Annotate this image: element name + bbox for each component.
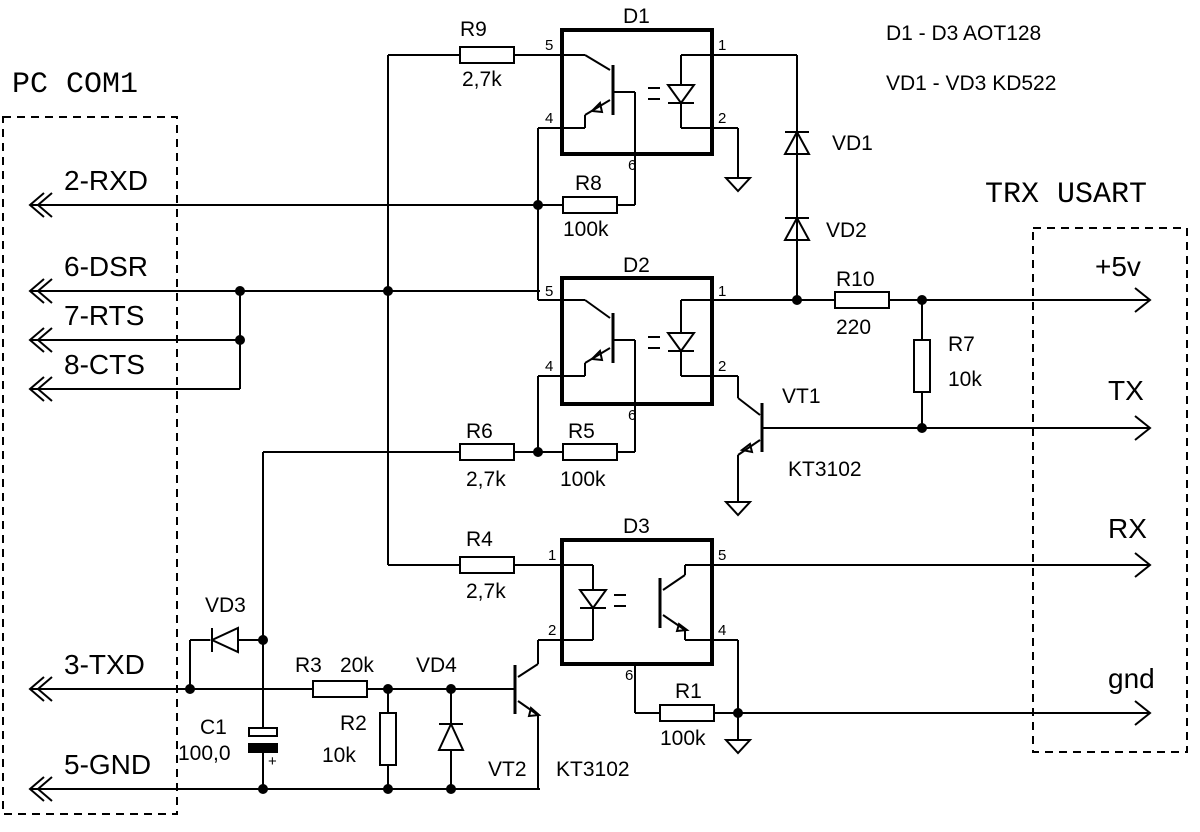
d3-pin5: 5 xyxy=(718,547,726,564)
r9-label: R9 xyxy=(460,18,487,41)
r7-value: 10k xyxy=(948,368,982,391)
d2-pin5: 5 xyxy=(545,283,553,300)
vt2-label: VT2 xyxy=(488,758,527,781)
r5-value: 100k xyxy=(560,468,606,491)
d1-label: D1 xyxy=(623,5,650,28)
d3-label: D3 xyxy=(623,515,650,538)
r8-value: 100k xyxy=(563,218,609,241)
cts-label: 8-CTS xyxy=(64,349,145,380)
rxd-label: 2-RXD xyxy=(64,165,148,196)
optocoupler-d2 xyxy=(538,276,835,452)
d2-pin6: 6 xyxy=(628,407,636,424)
resistor-r10 xyxy=(834,291,890,309)
r1-value: 100k xyxy=(660,727,706,750)
vd2-label: VD2 xyxy=(826,219,867,242)
diode-vd3 xyxy=(209,626,239,654)
d2-label: D2 xyxy=(623,254,650,277)
c1-plus-sign: + xyxy=(268,753,277,770)
resistor-r9 xyxy=(459,46,515,64)
r7-label: R7 xyxy=(948,333,975,356)
r1-label: R1 xyxy=(675,680,702,703)
r5-label: R5 xyxy=(568,420,595,443)
resistor-r2 xyxy=(379,712,397,766)
vt1-type: KT3102 xyxy=(788,458,862,481)
r6-label: R6 xyxy=(466,420,493,443)
pc-com1-header: PC COM1 xyxy=(12,68,138,102)
trx-usart-header: TRX USART xyxy=(985,178,1147,212)
resistor-r6 xyxy=(459,443,515,461)
vd1-label: VD1 xyxy=(832,132,873,155)
vd4-label: VD4 xyxy=(416,654,457,677)
d3-pin1: 1 xyxy=(548,547,556,564)
r10-value: 220 xyxy=(836,316,871,339)
r9-value: 2,7k xyxy=(462,68,502,91)
v5-label: +5v xyxy=(1095,251,1141,282)
resistor-r4 xyxy=(459,556,515,574)
transistor-vt2 xyxy=(513,640,542,789)
r3-label: R3 xyxy=(295,654,322,677)
transistor-vt1 xyxy=(723,376,1152,517)
rts-label: 7-RTS xyxy=(64,300,144,331)
ground-symbol-vt1 xyxy=(723,501,753,517)
diode-vd4 xyxy=(437,689,465,789)
c1-value: 100,0 xyxy=(178,742,231,765)
cts-line xyxy=(28,376,240,402)
resistor-r5 xyxy=(562,443,618,461)
rxd-line xyxy=(28,192,635,218)
trx-usart-connector-box xyxy=(1032,227,1188,753)
vt1-label: VT1 xyxy=(782,385,821,408)
d1-pin2: 2 xyxy=(718,110,726,127)
c1-label: C1 xyxy=(200,716,227,739)
d2-pin2: 2 xyxy=(718,358,726,375)
trx-gnd-label: gnd xyxy=(1108,663,1155,694)
diode-vd1 xyxy=(783,129,811,155)
vd3-label: VD3 xyxy=(205,594,246,617)
d3-pin6: 6 xyxy=(625,667,633,684)
optocoupler-d1 xyxy=(388,28,797,193)
gnd-line xyxy=(28,776,540,802)
r6-value: 2,7k xyxy=(466,468,506,491)
r4-label: R4 xyxy=(466,528,493,551)
resistor-r1 xyxy=(659,704,715,722)
d1-pin6: 6 xyxy=(628,157,636,174)
rx-label: RX xyxy=(1108,513,1147,544)
r8-label: R8 xyxy=(575,172,602,195)
r10-label: R10 xyxy=(836,268,875,291)
d2-pin4: 4 xyxy=(545,358,553,375)
d1-pin5: 5 xyxy=(545,37,553,54)
txd-label: 3-TXD xyxy=(64,649,145,680)
r2-label: R2 xyxy=(340,712,367,735)
d1-pin1: 1 xyxy=(718,37,726,54)
r4-value: 2,7k xyxy=(466,580,506,603)
d3-pin4: 4 xyxy=(718,622,726,639)
dsr-line xyxy=(28,278,540,304)
rts-line xyxy=(28,327,240,353)
optocoupler-type-note: D1 - D3 AOT128 xyxy=(886,22,1041,45)
d3-pin2: 2 xyxy=(548,622,556,639)
optocoupler-d3 xyxy=(388,538,1152,755)
gnd-label: 5-GND xyxy=(64,749,151,780)
pc-com1-connector-box xyxy=(2,116,178,815)
d2-pin1: 1 xyxy=(718,283,726,300)
tx-label: TX xyxy=(1108,375,1144,406)
resistor-r7 xyxy=(913,339,931,393)
diode-vd2 xyxy=(783,215,811,241)
d1-pin4: 4 xyxy=(545,110,553,127)
ground-symbol-d1 xyxy=(723,177,753,193)
dsr-label: 6-DSR xyxy=(64,251,148,282)
capacitor-c1 xyxy=(248,727,278,789)
resistor-r3 xyxy=(312,680,368,698)
r2-value: 10k xyxy=(322,744,356,767)
resistor-r8 xyxy=(562,196,618,214)
txd-line xyxy=(28,676,313,702)
r3-value: 20k xyxy=(340,654,374,677)
ground-symbol-d3 xyxy=(723,739,753,755)
vt2-type: KT3102 xyxy=(556,758,630,781)
diode-type-note: VD1 - VD3 KD522 xyxy=(886,72,1056,95)
